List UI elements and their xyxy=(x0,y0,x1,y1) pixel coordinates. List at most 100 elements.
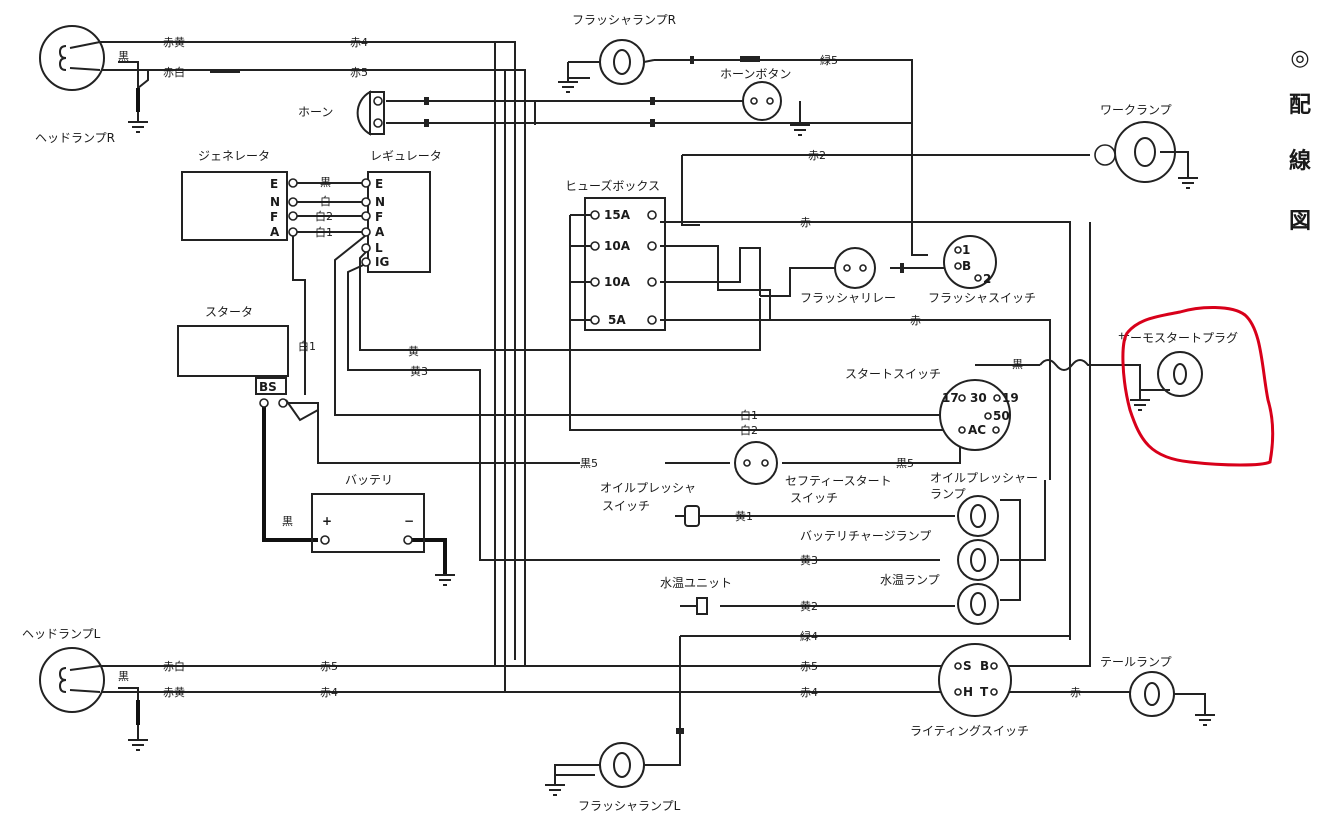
wire-fuse-right: 赤 xyxy=(800,216,811,229)
highlight-circle xyxy=(1121,305,1275,467)
start-switch-terminal-30: 30 xyxy=(970,391,987,405)
starter-terminal-bs: BS xyxy=(259,380,277,394)
work-lamp: ワークランプ 赤2 xyxy=(808,103,1189,183)
water-temp-lamp: 水温ランプ xyxy=(880,573,999,625)
lighting-switch-terminal-t: T xyxy=(980,685,989,699)
flasher-lamp-r-label: フラッシャランプR xyxy=(572,13,676,27)
oil-pressure-switch-label-2: スイッチ xyxy=(602,499,650,513)
tail-lamp-label: テールランプ xyxy=(1100,655,1172,669)
flasher-relay: フラッシャリレー xyxy=(800,247,904,305)
title-char-3: 図 xyxy=(1289,209,1311,234)
wire-charge-yellow3: 黄3 xyxy=(800,553,818,567)
battery-charge-lamp: バッテリチャージランプ 黄3 xyxy=(800,529,999,581)
wire-hl-r-ground: 黒 xyxy=(118,50,129,63)
wire-yellow: 黄 xyxy=(408,344,419,358)
start-switch-terminal-17: 17 xyxy=(942,391,959,405)
wire-therm-black: 黒 xyxy=(1012,358,1023,371)
wire-hl-l-ground: 黒 xyxy=(118,670,129,683)
reg-terminal-e: E xyxy=(375,177,383,191)
work-lamp-label: ワークランプ xyxy=(1100,103,1172,117)
wire-ls-red4: 赤4 xyxy=(800,686,818,699)
wire-black5-left: 黒5 xyxy=(580,457,598,470)
safety-start-switch-label-2: スイッチ xyxy=(790,491,838,505)
wire-water-yellow2: 黄2 xyxy=(800,599,818,613)
battery: バッテリ + − 黒 xyxy=(282,473,425,553)
wire-white1: 白1 xyxy=(740,408,758,422)
lighting-switch: S B H T ライティングスイッチ 赤5 赤4 赤 xyxy=(800,643,1081,738)
flasher-switch-label: フラッシャスイッチ xyxy=(928,291,1036,305)
wire-gen-n: 白 xyxy=(320,194,331,208)
flasher-lamp-l: フラッシャランプL xyxy=(554,728,684,813)
diagram-title: ◎ 配 線 図 xyxy=(1289,46,1311,234)
oil-pressure-lamp: オイルプレッシャー ランプ xyxy=(930,471,1038,537)
headlamp-l: ヘッドランプL 黒 赤白 赤5 赤黄 赤4 xyxy=(22,627,338,713)
lighting-switch-label: ライティングスイッチ xyxy=(910,724,1029,738)
lighting-switch-terminal-h: H xyxy=(963,685,973,699)
title-mark: ◎ xyxy=(1290,46,1309,71)
oil-pressure-switch-label-1: オイルプレッシャ xyxy=(600,481,696,495)
start-switch: 17 30 19 50 AC スタートスイッチ 黒 白1 白2 xyxy=(740,358,1023,451)
wire-yellow3: 黄3 xyxy=(410,364,428,378)
start-switch-label: スタートスイッチ xyxy=(845,367,941,381)
wire-gen-a: 白1 xyxy=(315,225,333,239)
oil-pressure-lamp-label-1: オイルプレッシャー xyxy=(930,471,1038,485)
wire-white2: 白2 xyxy=(740,423,758,437)
reg-terminal-ig: IG xyxy=(375,255,389,269)
gen-terminal-a: A xyxy=(270,225,280,239)
wire-oil-yellow1: 黄1 xyxy=(735,509,753,523)
wire-hl-l-lower-left: 赤黄 xyxy=(163,685,185,699)
wire-hl-r-lower-left: 赤白 xyxy=(163,65,185,79)
water-temp-unit-label: 水温ユニット xyxy=(660,576,732,590)
fuse-1: 15A xyxy=(604,208,631,222)
gen-terminal-n: N xyxy=(270,195,280,209)
lighting-switch-terminal-s: S xyxy=(963,659,972,673)
safety-start-switch-label-1: セフティースタート xyxy=(785,474,892,488)
start-switch-terminal-50: 50 xyxy=(993,409,1010,423)
headlamp-r-label: ヘッドランプR xyxy=(35,131,115,145)
gen-terminal-e: E xyxy=(270,177,278,191)
horn: ホーン xyxy=(298,90,655,136)
horn-button: ホーンボタン xyxy=(720,67,791,121)
fuse-4: 5A xyxy=(608,313,626,327)
water-temp-lamp-label: 水温ランプ xyxy=(880,573,940,587)
fuse-2: 10A xyxy=(604,239,631,253)
horn-label: ホーン xyxy=(298,105,333,119)
starter: スタータ BS 白1 黄 黄3 xyxy=(177,305,428,422)
reg-terminal-f: F xyxy=(375,210,383,224)
start-switch-terminal-ac: AC xyxy=(968,423,986,437)
oil-pressure-lamp-label-2: ランプ xyxy=(930,487,966,501)
wire-hl-r-upper-left: 赤黄 xyxy=(163,35,185,49)
reg-terminal-n: N xyxy=(375,195,385,209)
battery-label: バッテリ xyxy=(345,473,393,487)
flasher-relay-label: フラッシャリレー xyxy=(800,291,896,305)
tail-lamp: テールランプ xyxy=(1100,655,1206,717)
flasher-lamp-r: フラッシャランプR 緑5 xyxy=(567,13,838,85)
wire-ls-red5: 赤5 xyxy=(800,660,818,673)
battery-terminal-minus: − xyxy=(404,514,414,528)
title-char-1: 配 xyxy=(1289,93,1311,118)
reg-terminal-a: A xyxy=(375,225,385,239)
wire-fuse-5a: 赤 xyxy=(910,314,921,327)
flasher-switch: 1 B 2 フラッシャスイッチ xyxy=(928,235,1036,305)
wire-hl-l-upper-right: 赤5 xyxy=(320,660,338,673)
wire-black5-right: 黒5 xyxy=(896,457,914,470)
generator: ジェネレータ E N F A 黒 白 白2 白1 xyxy=(181,149,333,241)
starter-label: スタータ xyxy=(205,305,253,319)
wire-hl-r-upper-right: 赤4 xyxy=(350,36,368,49)
title-char-2: 線 xyxy=(1289,148,1311,174)
wire-green4: 緑4 xyxy=(800,629,818,643)
headlamp-r: ヘッドランプR 黒 赤黄 赤4 赤白 赤5 xyxy=(35,25,368,145)
generator-label: ジェネレータ xyxy=(198,149,270,163)
wire-bat-plus: 黒 xyxy=(282,515,293,528)
flasher-lamp-l-label: フラッシャランプL xyxy=(578,799,681,813)
flasher-switch-terminal-b: B xyxy=(962,259,971,273)
wire-starter-ig: 白1 xyxy=(298,339,316,353)
safety-start-switch: セフティースタート スイッチ 黒5 黒5 xyxy=(580,441,914,505)
wire-tail: 赤 xyxy=(1070,686,1081,699)
battery-terminal-plus: + xyxy=(322,514,332,528)
reg-terminal-l: L xyxy=(375,241,383,255)
wire-gen-e: 黒 xyxy=(320,176,331,189)
gen-terminal-f: F xyxy=(270,210,278,224)
lighting-switch-terminal-b: B xyxy=(980,659,989,673)
